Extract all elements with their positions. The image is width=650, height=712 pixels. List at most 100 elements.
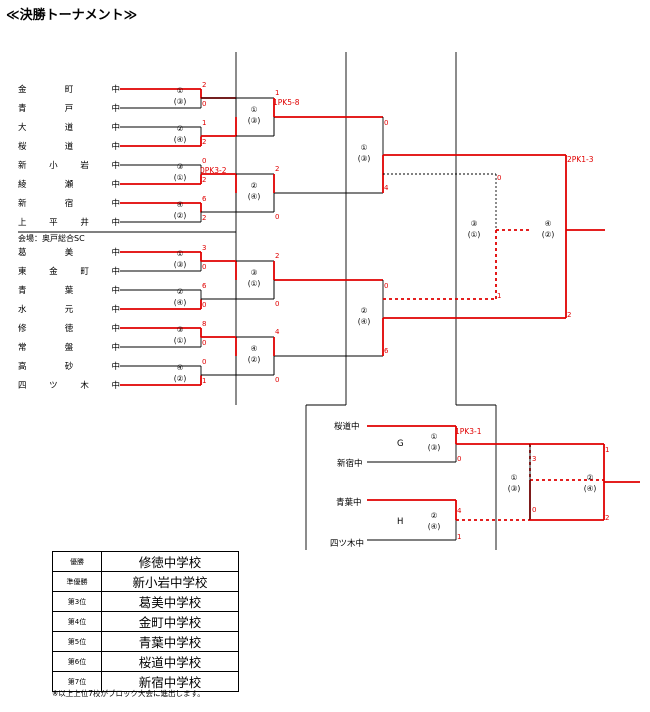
match-label-sub: (④)	[173, 135, 187, 144]
team-char: 大	[18, 123, 27, 133]
match-label: ③(①)	[160, 161, 200, 183]
score-r1: 2	[202, 81, 207, 89]
team-char: 水	[18, 305, 27, 315]
match-label-sub: (③)	[247, 116, 261, 125]
match-label-main: ④	[544, 219, 552, 228]
match-label: ① (③)	[494, 472, 534, 494]
match-label-sub: (②)	[173, 211, 187, 220]
match-label: ① (③)	[234, 104, 274, 126]
results-row: 準優勝新小岩中学校	[52, 571, 239, 592]
match-label-sub: (②)	[541, 230, 555, 239]
team-char: 桜	[18, 142, 27, 152]
match-label-main: ④	[176, 200, 184, 209]
score-r1: 0	[202, 100, 207, 108]
score-r1: 8	[202, 320, 207, 328]
team-char: 四	[18, 381, 27, 391]
match-label: ②(④)	[160, 286, 200, 308]
pk-note-4: 1PK3-1	[455, 427, 482, 436]
match-label-sub: (①)	[173, 336, 187, 345]
results-row: 第3位葛美中学校	[52, 591, 239, 612]
score-lower: 1	[457, 533, 462, 541]
score-r1: 6	[202, 282, 207, 290]
team-char: 青	[18, 286, 27, 296]
score-r3: 0	[384, 282, 389, 290]
team-char: 金	[18, 85, 27, 95]
match-label-main: ②	[360, 306, 368, 315]
score-lower: 0	[532, 506, 537, 514]
match-label-sub: (③)	[173, 97, 187, 106]
match-label-sub: (③)	[507, 484, 521, 493]
team-char: 常	[18, 343, 27, 353]
team-char: 岩	[80, 161, 89, 171]
team-char: 中	[111, 362, 120, 372]
match-label: ① (③)	[160, 248, 200, 270]
score-r1: 0	[202, 157, 207, 165]
score-r3: 0	[384, 119, 389, 127]
team-row: 新小岩中	[18, 157, 120, 173]
team-char: 中	[111, 218, 120, 228]
match-label-sub: (④)	[427, 522, 441, 531]
match-label-sub: (③)	[427, 443, 441, 452]
match-label-main: ①	[510, 473, 518, 482]
team-char: 道	[64, 123, 74, 133]
pk-note-2: 0PK3-2	[200, 166, 227, 175]
team-row: 大道中	[18, 119, 120, 135]
team-char: 戸	[64, 104, 74, 114]
venue-label: 会場：奥戸総合SC	[18, 234, 85, 243]
team-row: 常盤中	[18, 339, 120, 355]
match-label: ①(③)	[344, 142, 384, 164]
lower-team-2: 新宿中	[337, 459, 363, 469]
match-label: ③ (①)	[160, 324, 200, 346]
match-label: ② (④)	[344, 305, 384, 327]
team-row: 葛美中	[18, 244, 120, 260]
score-r1: 1	[202, 377, 207, 385]
school-cell: 新小岩中学校	[101, 571, 239, 592]
team-char: 綾	[18, 180, 27, 190]
team-char: 平	[49, 218, 58, 228]
team-char: 徳	[64, 324, 74, 334]
score-r1: 1	[202, 119, 207, 127]
team-char: 新	[18, 161, 27, 171]
match-label-main: ③	[176, 325, 184, 334]
team-char: 井	[80, 218, 89, 228]
match-label-sub: (④)	[357, 317, 371, 326]
team-row: 東金町中	[18, 263, 120, 279]
rank-cell: 優勝	[52, 551, 102, 572]
match-label: ④(②)	[234, 343, 274, 365]
team-row: 高砂中	[18, 358, 120, 374]
match-label: ③(①)	[234, 267, 274, 289]
team-char: 木	[80, 381, 89, 391]
team-char: 中	[111, 381, 120, 391]
team-char: 町	[80, 267, 89, 277]
match-label: ④(②)	[160, 362, 200, 384]
school-cell: 青葉中学校	[101, 631, 239, 652]
score-r2: 2	[275, 165, 280, 173]
match-label-main: ②	[176, 124, 184, 133]
team-char: 小	[49, 161, 58, 171]
team-char: 中	[111, 286, 120, 296]
match-label-main: ①	[176, 249, 184, 258]
team-char: 修	[18, 324, 27, 334]
match-label-main: ①	[430, 432, 438, 441]
rank-cell: 第6位	[52, 651, 102, 672]
match-label-sub: (④)	[173, 298, 187, 307]
lower-team-4: 四ツ木中	[330, 539, 365, 549]
team-char: 盤	[64, 343, 74, 353]
team-row: 四ツ木中	[18, 377, 120, 393]
rank-cell: 第7位	[52, 671, 102, 692]
team-row: 綾瀬中	[18, 176, 120, 192]
team-char: 葉	[64, 286, 74, 296]
score-r4: 1	[497, 292, 502, 300]
match-label: ②(④)	[234, 180, 274, 202]
score-r1: 2	[202, 138, 207, 146]
school-cell: 修徳中学校	[101, 551, 239, 572]
score-r1: 0	[202, 358, 207, 366]
match-label-main: ①	[360, 143, 368, 152]
results-row: 第4位金町中学校	[52, 611, 239, 632]
team-char: 砂	[64, 362, 74, 372]
match-label: ④ (②)	[160, 199, 200, 221]
team-char: 道	[64, 142, 74, 152]
match-label-sub: (④)	[583, 484, 597, 493]
match-label-main: ①	[250, 105, 258, 114]
match-label-sub: (③)	[173, 260, 187, 269]
